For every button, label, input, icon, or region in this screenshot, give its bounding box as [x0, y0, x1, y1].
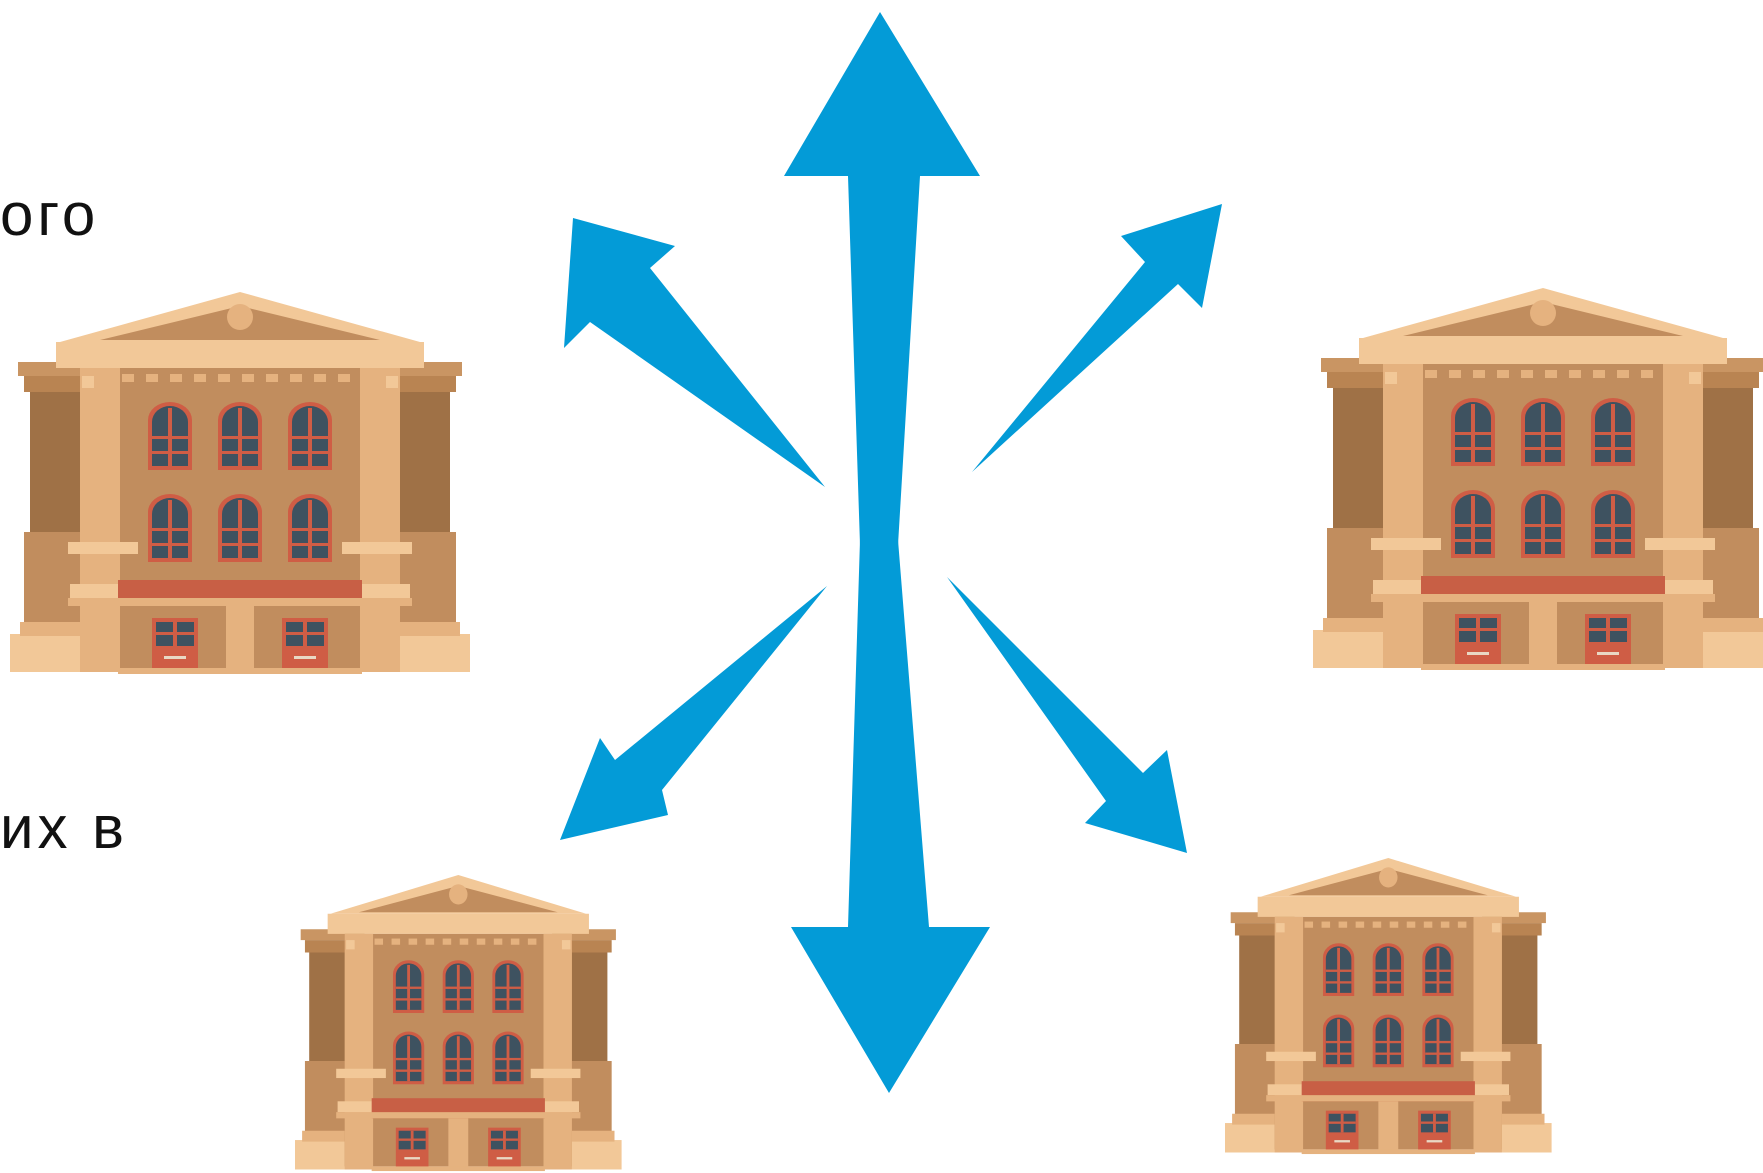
arrow-up-icon — [784, 12, 980, 545]
arrow-down-icon — [791, 540, 990, 1093]
arrow-upper-right-icon — [972, 204, 1222, 472]
text-fragment-top: ого — [0, 181, 100, 248]
arrows-group — [560, 12, 1222, 1093]
text-fragment-bottom: их в — [0, 794, 129, 861]
building-bottom-left-icon — [295, 875, 622, 1172]
arrow-lower-right-icon — [947, 577, 1187, 853]
building-bottom-right-icon — [1225, 858, 1552, 1155]
building-top-left-icon — [10, 292, 470, 674]
arrow-upper-left-icon — [564, 218, 825, 487]
arrow-lower-left-icon — [560, 586, 827, 840]
building-top-right-icon — [1313, 288, 1763, 670]
